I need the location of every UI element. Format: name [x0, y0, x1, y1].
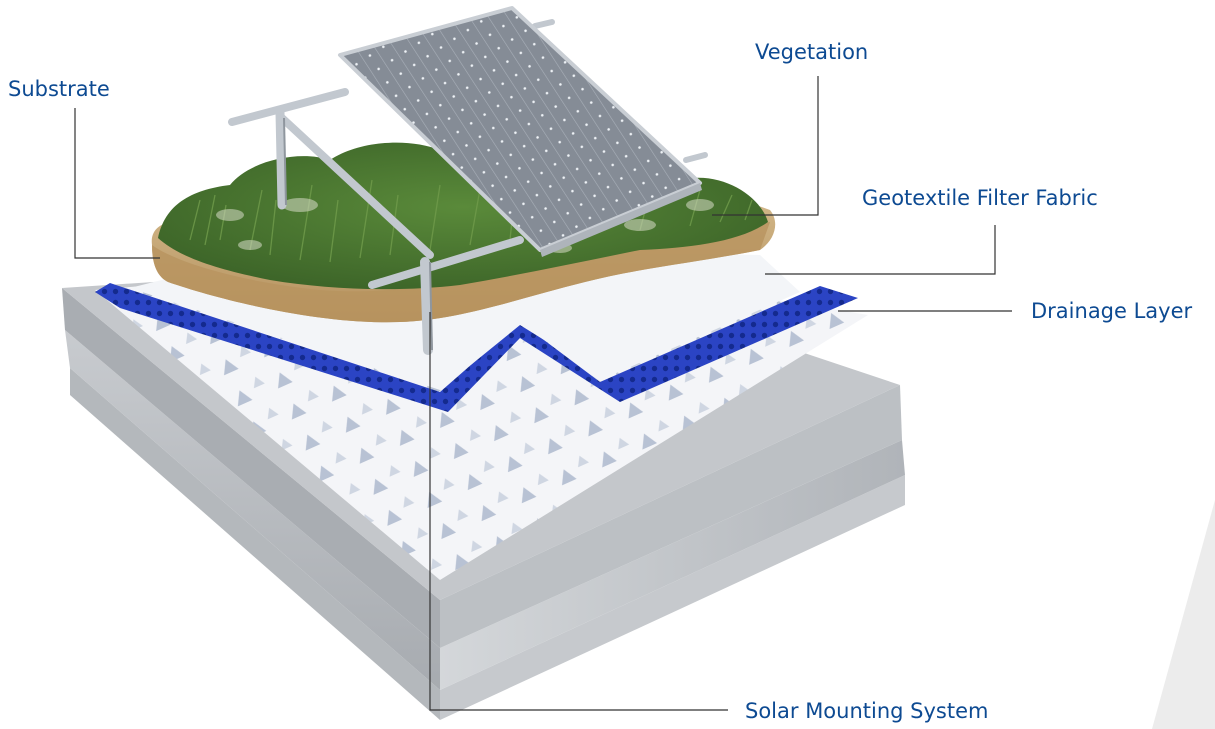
leader-lines — [74, 76, 1012, 711]
concrete-top-front — [62, 288, 440, 648]
drainage-layer — [95, 283, 858, 412]
leader-solar — [429, 312, 728, 711]
drainage-layer-label: Drainage Layer — [1031, 299, 1193, 323]
leader-geotextile — [765, 225, 996, 275]
concrete-top-side — [440, 385, 902, 648]
solar-mounting — [228, 19, 708, 355]
background-wedge — [1152, 500, 1215, 729]
concrete-mid-side — [440, 440, 905, 690]
solar-mounting-system-label: Solar Mounting System — [745, 699, 989, 723]
solar-panel-edge — [540, 183, 702, 257]
mount-shading — [283, 117, 433, 351]
concrete-mid-front — [65, 330, 440, 690]
concrete-base-side — [440, 475, 905, 720]
leader-substrate — [74, 108, 160, 259]
concrete-base-front — [70, 368, 440, 720]
leader-vegetation — [712, 76, 819, 216]
vegetation-label: Vegetation — [755, 40, 869, 64]
geotextile-filter-fabric-label: Geotextile Filter Fabric — [862, 186, 1098, 210]
substrate-label: Substrate — [8, 77, 110, 101]
